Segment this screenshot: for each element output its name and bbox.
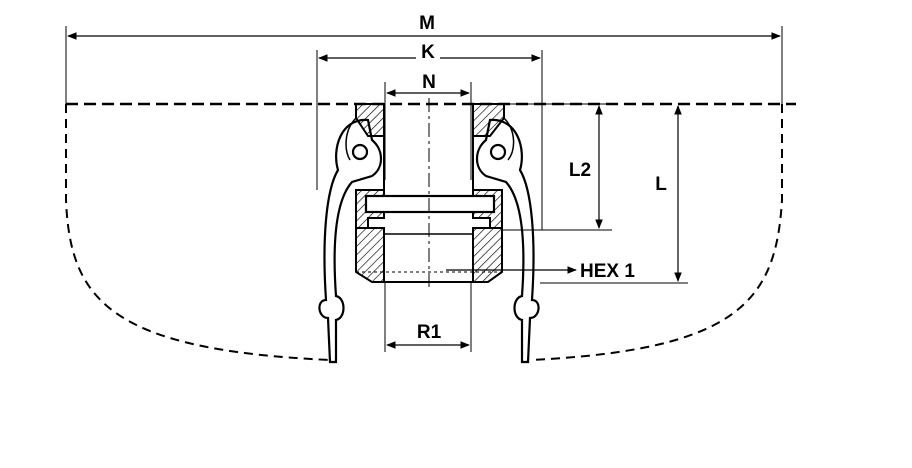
dimension-m-label: M [419, 13, 435, 34]
envelope-left-dashed-curve [65, 104, 331, 361]
dimension-k: K [316, 42, 543, 230]
dimension-n-label: N [422, 72, 436, 93]
dimension-l: L [540, 105, 688, 284]
dimension-k-label: K [421, 42, 435, 63]
dimension-l2-label: L2 [569, 160, 591, 181]
dimension-n: N [384, 70, 472, 180]
dimension-r1: R1 [384, 282, 472, 352]
envelope-right-dashed-curve [529, 104, 783, 361]
coupler-body [355, 98, 505, 290]
lever-envelope-outline [65, 102, 796, 361]
dimension-l-label: L [655, 174, 667, 195]
hex-label: HEX 1 [580, 261, 635, 282]
dimension-r1-label: R1 [417, 322, 442, 343]
pivot-pin-left [351, 143, 369, 161]
cam-lever-right [475, 117, 540, 364]
dimension-l2: L2 [502, 103, 612, 231]
pivot-pin-right [489, 143, 507, 161]
dimension-m: M [65, 12, 783, 104]
gasket [364, 194, 496, 214]
hex-callout: HEX 1 [446, 261, 635, 282]
cam-lever-left [318, 117, 383, 364]
